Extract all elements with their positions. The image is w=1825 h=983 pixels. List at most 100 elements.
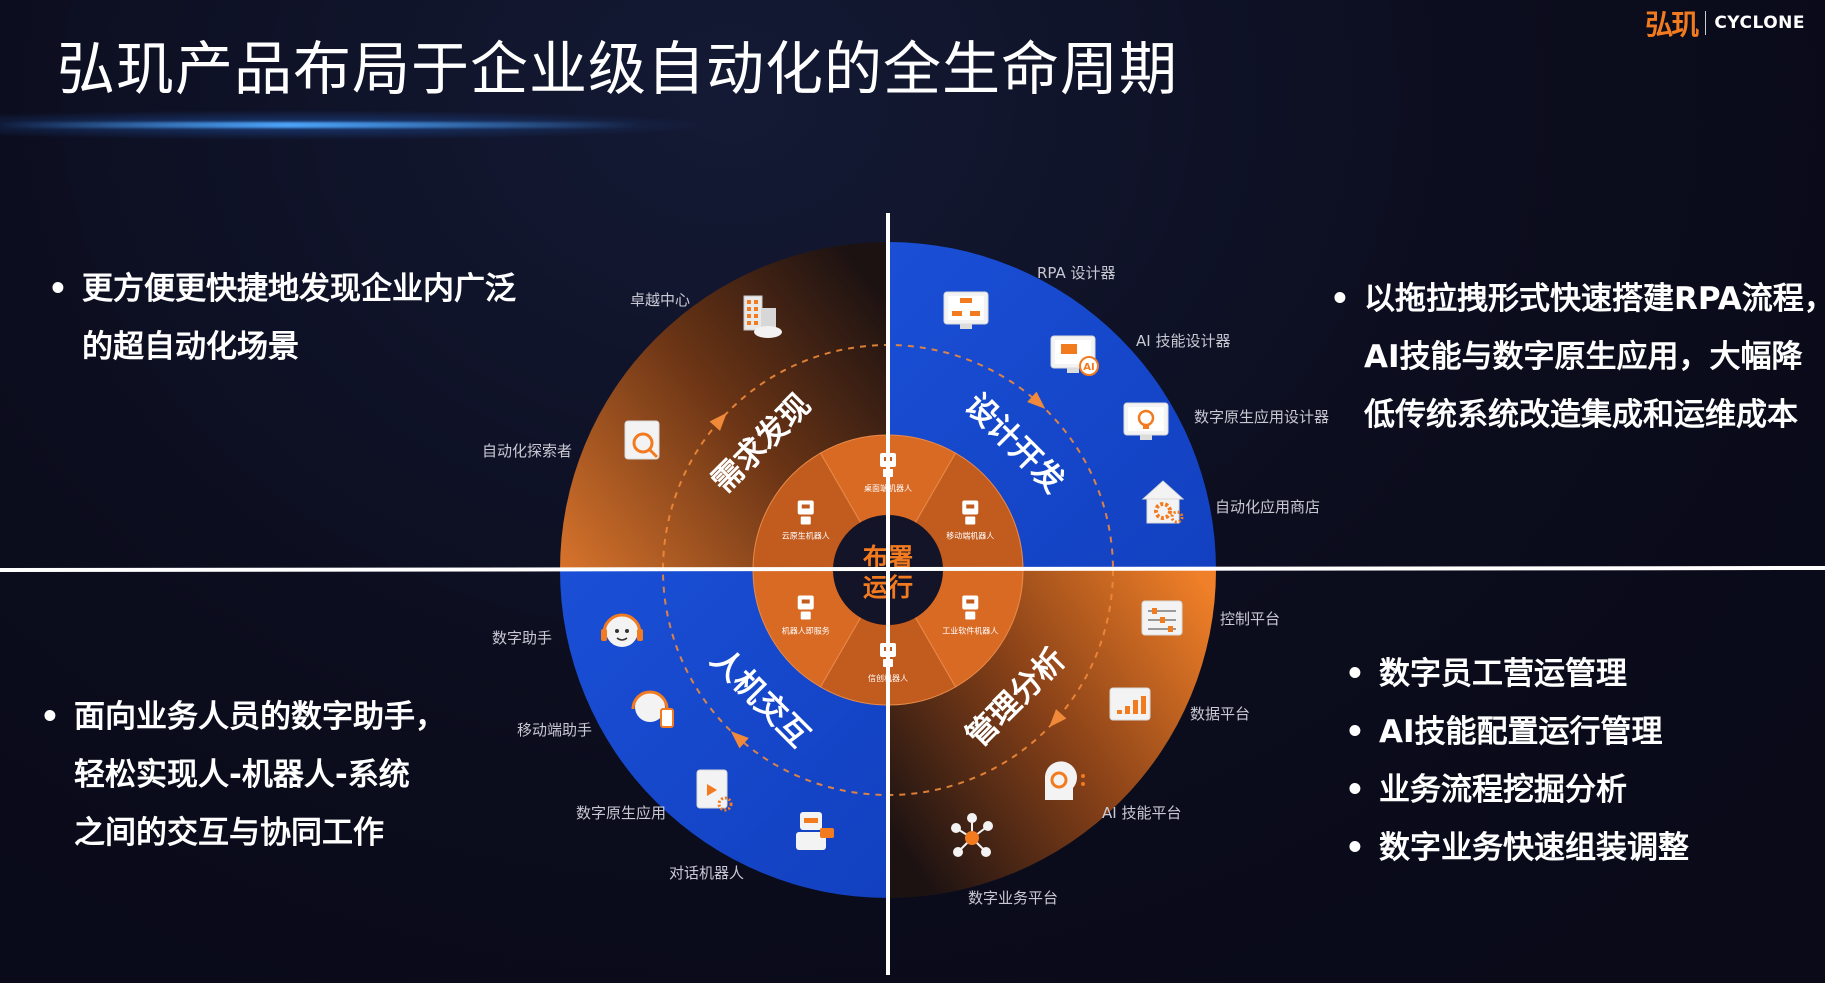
chat-bubble-shape (820, 828, 834, 838)
page-title: 弘玑产品布局于企业级自动化的全生命周期 (57, 35, 1179, 103)
headset-band (631, 690, 669, 710)
control-panel-icon (1141, 600, 1183, 636)
outer-item-label: 自动化应用商店 (1215, 498, 1320, 516)
bullet-line: 低传统系统改造集成和运维成本 (1364, 397, 1798, 433)
outer-item-label: AI 技能平台 (1102, 804, 1181, 822)
outer-item-label: 自动化探索者 (482, 442, 572, 460)
bar-chart-icon (1109, 687, 1151, 721)
bullet-item: 以拖拉拽形式快速搭建RPA流程， AI技能与数字原生应用，大幅降 低传统系统改造… (1330, 270, 1825, 444)
outer-item-label: 控制平台 (1220, 610, 1280, 628)
building-icon (743, 295, 782, 338)
horizontal-divider (0, 566, 1825, 572)
flow-node (952, 311, 962, 316)
brain-gear-shape (1050, 771, 1068, 789)
network-node (953, 847, 963, 857)
window-shape (754, 314, 758, 318)
robot-body-shape (800, 516, 811, 525)
bullet-line: AI技能配置运行管理 (1379, 714, 1663, 750)
network-node (967, 813, 977, 823)
inner-ring-label: 工业软件机器人 (942, 626, 998, 636)
network-node (965, 831, 979, 845)
slider-knob (1160, 617, 1165, 623)
phone-shape (660, 708, 674, 728)
outer-item-label: 对话机器人 (669, 864, 744, 882)
bullet-item: 数字员工营运管理 (1345, 645, 1689, 703)
bullet-line: 以拖拉拽形式快速搭建RPA流程， (1364, 281, 1825, 317)
window-shape (747, 307, 751, 311)
bar-shape (1117, 710, 1122, 714)
slider-knob (1152, 608, 1157, 614)
outer-item-label: 数字业务平台 (968, 889, 1058, 907)
logo-english-text: CYCLONE (1714, 13, 1805, 33)
outer-item-label: 数字原生应用 (576, 804, 666, 822)
magnifier-lens (632, 432, 654, 454)
orbit-arrow-icon (1027, 391, 1046, 409)
bullet-item: 数字业务快速组装调整 (1345, 819, 1689, 877)
robot-body-shape (965, 611, 976, 620)
head-silhouette (1044, 761, 1077, 800)
building-body (743, 295, 763, 331)
bullet-item: 更方便更快捷地发现企业内广泛 的超自动化场景 (48, 260, 516, 376)
robot-eyes-shape (966, 599, 975, 604)
window-shape (754, 321, 758, 325)
robot-eyes-shape (801, 599, 810, 604)
ai-monitor-icon: AI (1050, 335, 1099, 376)
app-doc-icon (696, 769, 733, 812)
face-shape (635, 692, 665, 722)
bar-shape (1141, 696, 1146, 714)
monitor-stand (1140, 435, 1152, 440)
window-shape (747, 300, 751, 304)
outer-item-label: 卓越中心 (630, 291, 690, 309)
headset-face-icon (601, 613, 643, 647)
bullet-line: 轻松实现人-机器人-系统 (74, 757, 410, 793)
logo-separator (1705, 11, 1707, 35)
industrial-robot-icon (962, 595, 979, 620)
flow-node (970, 311, 980, 316)
face-shape (606, 615, 638, 647)
window-shape (754, 300, 758, 304)
network-node (951, 823, 961, 833)
outer-item-label: 数据平台 (1190, 705, 1250, 723)
network-node (983, 821, 993, 831)
monitor-stand (1067, 368, 1079, 373)
bullet-line: 数字业务快速组装调整 (1379, 830, 1689, 866)
eye-shape (615, 629, 619, 633)
headset-band (602, 613, 642, 634)
gear-shape (717, 796, 733, 812)
signal-dot (1081, 774, 1085, 778)
bullet-line: 面向业务人员的数字助手， (74, 699, 446, 735)
small-gear-shape (1170, 510, 1184, 524)
inner-ring-label: 移动端机器人 (946, 531, 994, 541)
bullet-line: AI技能与数字原生应用，大幅降 (1364, 339, 1803, 375)
ai-screen-shape (1061, 344, 1077, 354)
bullet-item: 面向业务人员的数字助手， 轻松实现人-机器人-系统 之间的交互与协同工作 (40, 688, 446, 862)
inner-ring-label: 机器人即服务 (782, 626, 830, 636)
outer-item-label: 数字原生应用设计器 (1194, 408, 1329, 426)
mobile-robot-icon (962, 500, 979, 525)
bullet-line: 之间的交互与协同工作 (74, 815, 384, 851)
headset-ear (601, 629, 607, 641)
network-icon (951, 813, 993, 857)
bullet-line: 的超自动化场景 (82, 329, 299, 365)
title-underline-glow (0, 122, 640, 128)
smile-shape (616, 637, 628, 641)
bullet-line: 更方便更快捷地发现企业内广泛 (82, 271, 516, 307)
cloud-robot-icon (797, 500, 814, 525)
ai-badge-text: AI (1083, 362, 1094, 373)
logo-chinese-text: 弘玑 (1645, 8, 1699, 41)
robot-body-shape (800, 611, 811, 620)
ai-head-icon (1044, 761, 1085, 800)
robot-body-shape (965, 516, 976, 525)
bullet-line: 业务流程挖掘分析 (1379, 772, 1627, 808)
window-shape (747, 314, 751, 318)
orbit-arrow-icon (709, 412, 727, 431)
ai-badge (1079, 356, 1099, 376)
window-shape (747, 321, 751, 325)
chat-robot-icon (796, 812, 834, 850)
robot-eyes-shape (801, 504, 810, 509)
robot-eyes-shape (804, 818, 818, 823)
outer-item-label: AI 技能设计器 (1136, 332, 1230, 350)
bulb-base (1143, 425, 1149, 429)
bullet-line: 数字员工营运管理 (1379, 656, 1627, 692)
